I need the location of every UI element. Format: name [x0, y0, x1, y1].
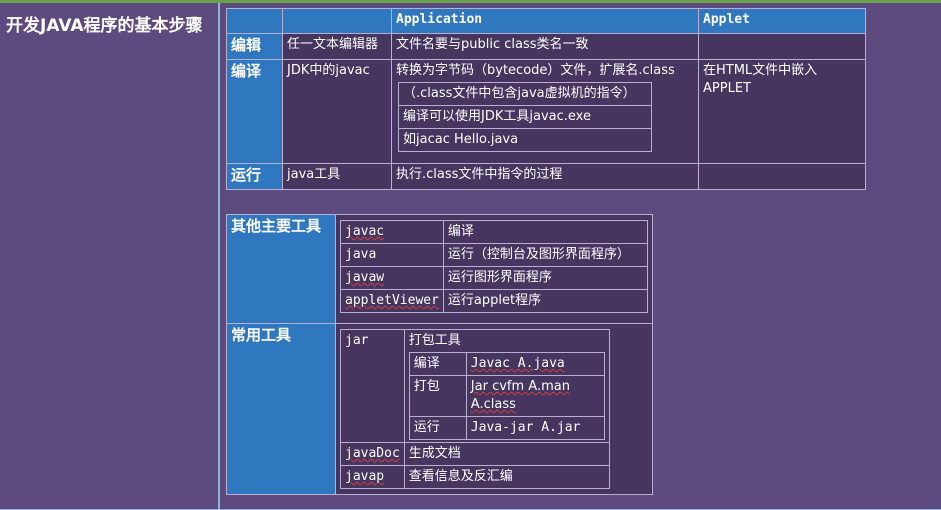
header-applet: Applet	[698, 8, 866, 34]
content-pane: Application Applet 编辑 任一文本编辑器 文件名要与publi…	[220, 3, 941, 510]
compile-note-3: 如jacac Hello.java	[398, 128, 652, 152]
step-application-edit: 文件名要与public class类名一致	[391, 33, 699, 60]
common-tools-label: 常用工具	[226, 323, 336, 495]
tool-row: javap 查看信息及反汇编	[340, 465, 611, 489]
tool-row: appletViewer 运行applet程序	[340, 289, 649, 313]
tool-name: javac	[345, 224, 385, 239]
tool-row: javac 编译	[340, 220, 649, 244]
step-applet-edit	[698, 33, 866, 60]
compile-note-2: 编译可以使用JDK工具javac.exe	[398, 105, 652, 129]
jar-op: 打包	[408, 375, 467, 417]
tool-desc: 运行图形界面程序	[442, 266, 649, 290]
left-pane: 开发JAVA程序的基本步骤	[0, 3, 220, 510]
compile-notes-table: （.class文件中包含java虚拟机的指令） 编译可以使用JDK工具javac…	[398, 82, 652, 152]
tool-row: java 运行（控制台及图形界面程序）	[340, 243, 649, 267]
tool-desc: 运行（控制台及图形界面程序）	[442, 243, 649, 267]
tool-name: javap	[345, 469, 385, 484]
header-cell-empty-1	[226, 8, 283, 34]
top-accent-line	[0, 0, 941, 3]
tool-name: javaw	[345, 270, 385, 285]
compile-application-text: 转换为字节码（bytecode）文件，扩展名.class	[396, 63, 675, 78]
jar-op: 运行	[408, 416, 467, 440]
tool-desc: 生成文档	[403, 442, 611, 466]
other-tools-row: 其他主要工具 javac 编译 java 运行（控制台及图形界面程序） java…	[226, 214, 653, 324]
tool-desc: 编译	[442, 220, 649, 244]
jar-op: 编译	[408, 352, 467, 376]
jar-desc: 打包工具	[408, 333, 461, 348]
steps-table-header: Application Applet	[226, 8, 866, 34]
tool-row: javaDoc 生成文档	[340, 442, 611, 466]
jar-cmd: Jar cvfm A.man A.class	[470, 379, 570, 412]
other-tools-cell: javac 编译 java 运行（控制台及图形界面程序） javaw 运行图形界…	[335, 214, 653, 324]
jar-command-row: 打包 Jar cvfm A.man A.class	[408, 375, 605, 417]
step-tool-edit: 任一文本编辑器	[282, 33, 392, 60]
step-applet-run	[698, 163, 866, 190]
jar-commands-table: 编译 Javac A.java 打包 Jar cvfm A.man A.clas…	[408, 352, 605, 440]
tool-desc: 查看信息及反汇编	[403, 465, 611, 489]
step-label-run: 运行	[226, 163, 283, 190]
tool-name: java	[340, 243, 444, 267]
step-application-run: 执行.class文件中指令的过程	[391, 163, 699, 190]
jar-cmd: Java-jar A.jar	[465, 416, 605, 440]
common-tools-row: 常用工具 jar 打包工具 编译 Javac A.java	[226, 323, 653, 495]
tools-table: 其他主要工具 javac 编译 java 运行（控制台及图形界面程序） java…	[226, 214, 653, 495]
step-row-edit: 编辑 任一文本编辑器 文件名要与public class类名一致	[226, 33, 866, 60]
other-tools-list: javac 编译 java 运行（控制台及图形界面程序） javaw 运行图形界…	[340, 220, 649, 313]
step-application-compile: 转换为字节码（bytecode）文件，扩展名.class （.class文件中包…	[391, 59, 699, 164]
compile-note-1: （.class文件中包含java虚拟机的指令）	[398, 82, 652, 106]
step-row-run: 运行 java工具 执行.class文件中指令的过程	[226, 163, 866, 190]
jar-cmd: Javac A.java	[470, 356, 565, 371]
steps-table: Application Applet 编辑 任一文本编辑器 文件名要与publi…	[226, 8, 866, 190]
step-row-compile: 编译 JDK中的javac 转换为字节码（bytecode）文件，扩展名.cla…	[226, 59, 866, 164]
other-tools-label: 其他主要工具	[226, 214, 336, 324]
step-tool-compile: JDK中的javac	[282, 59, 392, 164]
common-tools-list: jar 打包工具 编译 Javac A.java 打包 Jar cvf	[340, 329, 611, 489]
tool-name: javaDoc	[345, 446, 400, 461]
jar-command-row: 运行 Java-jar A.jar	[408, 416, 605, 440]
step-label-compile: 编译	[226, 59, 283, 164]
tool-row: javaw 运行图形界面程序	[340, 266, 649, 290]
jar-cell: 打包工具 编译 Javac A.java 打包 Jar cvfm A.man A…	[403, 329, 611, 443]
tool-name: appletViewer	[345, 293, 439, 308]
header-cell-empty-2	[282, 8, 392, 34]
step-label-edit: 编辑	[226, 33, 283, 60]
jar-command-row: 编译 Javac A.java	[408, 352, 605, 376]
jar-row: jar 打包工具 编译 Javac A.java 打包 Jar cvf	[340, 329, 611, 443]
step-tool-run: java工具	[282, 163, 392, 190]
step-applet-compile: 在HTML文件中嵌入APPLET	[698, 59, 866, 164]
common-tools-cell: jar 打包工具 编译 Javac A.java 打包 Jar cvf	[335, 323, 653, 495]
header-application: Application	[391, 8, 699, 34]
jar-name: jar	[340, 329, 405, 443]
page-title: 开发JAVA程序的基本步骤	[6, 16, 203, 36]
tool-desc: 运行applet程序	[442, 289, 649, 313]
